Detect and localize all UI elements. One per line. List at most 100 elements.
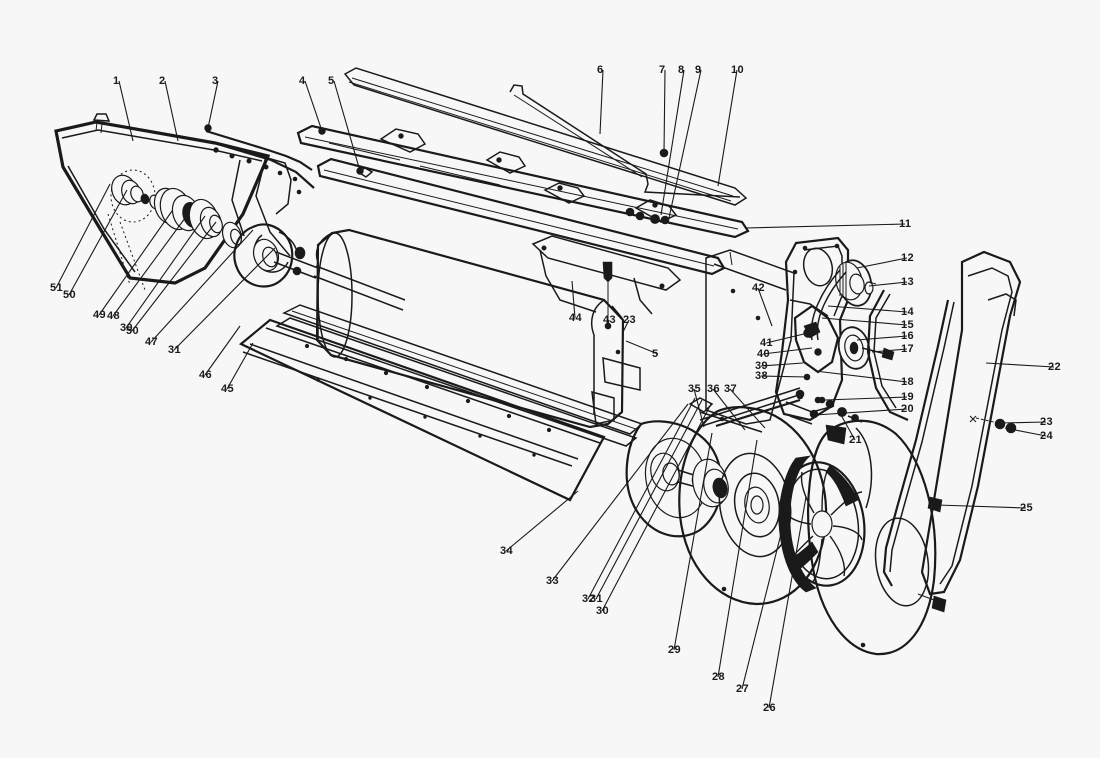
leader-line-8 xyxy=(660,69,685,216)
callout-39: 39 xyxy=(755,360,769,372)
leader-line-5 xyxy=(333,80,361,172)
leader-line-14 xyxy=(827,305,908,313)
leader-line-6 xyxy=(599,69,604,135)
upper-rails-group xyxy=(296,67,750,276)
callout-45: 45 xyxy=(221,383,235,395)
callout-8: 8 xyxy=(678,64,685,76)
leader-line-29 xyxy=(673,432,713,651)
callout-31: 31 xyxy=(168,344,182,356)
callout-50: 50 xyxy=(63,289,77,301)
callout-22: 22 xyxy=(1048,361,1062,373)
callout-35: 35 xyxy=(688,383,702,395)
leader-line-51 xyxy=(55,183,111,289)
callout-3: 3 xyxy=(212,75,219,87)
leader-line-15 xyxy=(821,317,908,326)
leader-line-43 xyxy=(607,319,610,326)
callout-34: 34 xyxy=(500,545,514,557)
left-side-panel xyxy=(54,113,271,291)
callout-37: 37 xyxy=(724,383,738,395)
callout-20: 20 xyxy=(901,403,915,415)
leader-line-13 xyxy=(868,281,908,287)
callout-30: 30 xyxy=(120,322,134,334)
leader-line-25 xyxy=(936,504,1027,509)
callout-32: 32 xyxy=(582,593,596,605)
leader-line-36 xyxy=(712,388,746,431)
mounting-plate xyxy=(705,249,795,425)
leader-line-41 xyxy=(765,332,809,344)
callout-13: 13 xyxy=(901,276,915,288)
scraper-bar xyxy=(238,304,644,502)
leader-line-34 xyxy=(505,490,579,552)
callout-21: 21 xyxy=(849,434,863,446)
leader-line-4 xyxy=(304,80,323,132)
callout-29: 29 xyxy=(668,644,682,656)
leader-line-39 xyxy=(760,362,804,367)
leader-line-37 xyxy=(729,388,766,429)
callout-33: 33 xyxy=(546,575,560,587)
callout-40: 40 xyxy=(757,348,771,360)
leader-line-9 xyxy=(668,69,702,219)
leader-line-31 xyxy=(595,399,703,600)
callout-31: 31 xyxy=(590,593,604,605)
callout-47: 47 xyxy=(145,336,159,348)
callout-6: 6 xyxy=(597,64,604,76)
right-chute-deflector xyxy=(866,250,1022,613)
callout-50: 50 xyxy=(126,325,140,337)
leader-line-31 xyxy=(173,247,276,351)
callout-2: 2 xyxy=(159,75,166,87)
leader-line-3 xyxy=(207,80,219,129)
callout-51: 51 xyxy=(50,282,64,294)
callout-46: 46 xyxy=(199,369,213,381)
callout-41: 41 xyxy=(760,337,774,349)
callout-28: 28 xyxy=(712,671,726,683)
leader-line-38 xyxy=(760,375,809,378)
leader-line-17 xyxy=(871,348,908,353)
callout-26: 26 xyxy=(763,702,777,714)
callout-49: 49 xyxy=(93,309,107,321)
leader-line-21 xyxy=(840,414,856,441)
leader-line-35 xyxy=(693,388,705,428)
leader-line-46 xyxy=(204,325,241,376)
upper-pulley xyxy=(835,259,877,307)
callout-16: 16 xyxy=(901,330,915,342)
leader-line-11 xyxy=(744,223,906,229)
leader-line-23 xyxy=(999,421,1047,424)
leader-line-30 xyxy=(125,215,206,329)
callout-43: 43 xyxy=(603,314,617,326)
leader-line-33 xyxy=(551,403,689,582)
callout-15: 15 xyxy=(901,319,915,331)
leader-line-1 xyxy=(118,80,134,142)
callout-23: 23 xyxy=(623,314,637,326)
leader-line-26 xyxy=(768,496,807,709)
callout-27: 27 xyxy=(736,683,750,695)
callout-7: 7 xyxy=(659,64,666,76)
leader-line-18 xyxy=(814,370,908,383)
leader-line-42 xyxy=(757,287,773,327)
callout-36: 36 xyxy=(707,383,721,395)
leader-line-16 xyxy=(856,335,908,341)
auger-drum xyxy=(315,228,682,429)
leader-line-27 xyxy=(741,509,788,690)
leader-line-22 xyxy=(985,362,1055,368)
leader-line-45 xyxy=(226,342,254,390)
callout-9: 9 xyxy=(695,64,702,76)
callout-38: 38 xyxy=(755,370,769,382)
callout-24: 24 xyxy=(1040,430,1054,442)
leader-line-30 xyxy=(601,403,712,612)
leader-line-50 xyxy=(68,189,128,296)
callout-23: 23 xyxy=(1040,416,1054,428)
drive-belt xyxy=(810,269,847,341)
callout-18: 18 xyxy=(901,376,915,388)
callout-14: 14 xyxy=(901,306,915,318)
callout-5: 5 xyxy=(652,348,659,360)
linkage-rods xyxy=(688,387,805,433)
leader-line-48 xyxy=(112,213,189,317)
left-frame-arm xyxy=(204,124,315,257)
callout-12: 12 xyxy=(901,252,915,264)
callout-1: 1 xyxy=(113,75,120,87)
callout-4: 4 xyxy=(299,75,306,87)
leader-line-32 xyxy=(587,397,696,600)
mid-pulley xyxy=(837,326,895,370)
